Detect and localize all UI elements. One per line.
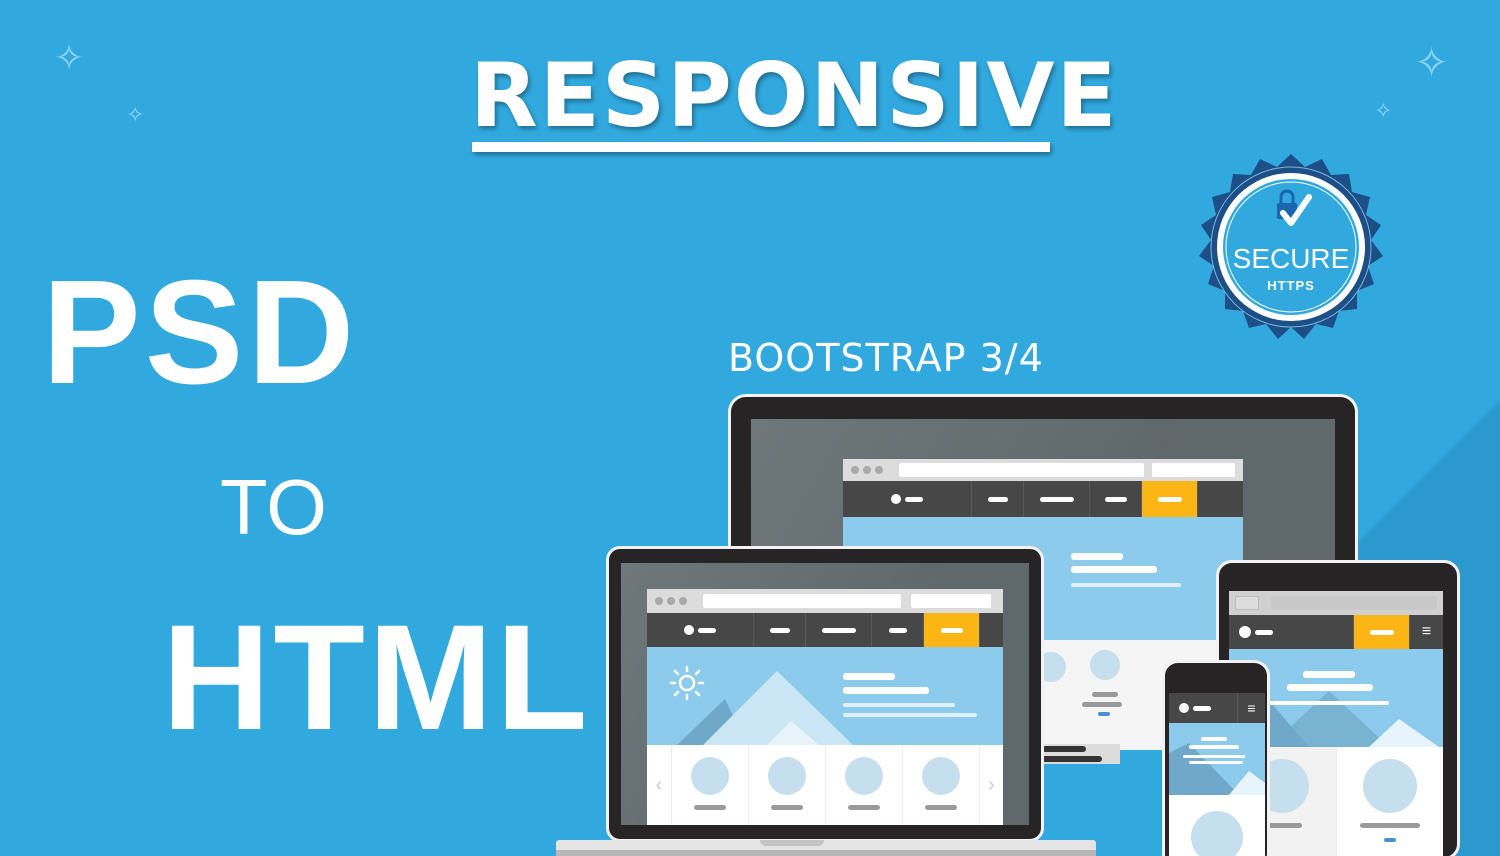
headline-psd: PSD [42,250,359,415]
laptop: ‹ › [606,546,1044,842]
padlock-check-icon [1277,189,1312,226]
site-nav [843,481,1243,517]
search-box [1151,463,1235,477]
browser-toolbar [843,459,1243,481]
sun-icon [669,665,705,701]
address-bar [1271,596,1437,610]
site-nav: ≡ [1169,693,1265,723]
feature-card [748,745,825,825]
feature-card [902,745,979,825]
hamburger-icon[interactable]: ≡ [1237,693,1265,723]
feature-card [671,745,748,825]
sparkle-icon: ✧ [54,37,85,78]
bootstrap-subtitle: BOOTSTRAP 3/4 [728,336,1044,380]
feature-cards: ‹ › [647,745,1003,825]
feature-card [825,745,902,825]
laptop-base [556,840,1096,856]
page-title: RESPONSIVE [470,44,1119,147]
site-nav: ≡ [1229,615,1443,649]
nav-active-item [1353,615,1409,649]
nav-active-item [923,613,979,647]
next-arrow-icon: › [979,745,1003,825]
prev-arrow-icon: ‹ [655,773,663,796]
headline-to: TO [220,463,327,551]
browser-toolbar [647,589,1003,613]
phone: ≡ [1162,660,1270,856]
address-bar [703,594,901,608]
desktop-footer [1040,744,1120,764]
address-bar [898,463,1144,477]
sparkle-icon: ✧ [126,102,145,127]
badge-subtitle: HTTPS [1267,278,1315,293]
sparkle-icon: ✧ [1414,39,1450,86]
sparkle-icon: ✧ [1374,98,1393,123]
feature-card [1335,747,1444,856]
title-underline [472,142,1050,152]
laptop-browser: ‹ › [647,589,1003,825]
badge-title: SECURE [1232,243,1350,274]
phone-screen: ≡ [1169,693,1265,856]
site-nav [647,613,1003,647]
nav-active-item [1141,481,1197,517]
hamburger-icon[interactable]: ≡ [1409,615,1443,649]
laptop-screen: ‹ › [621,563,1029,825]
laptop-notch [760,840,824,846]
mountain-illustration [677,671,853,745]
secure-badge [1199,154,1383,339]
search-box [911,594,991,608]
headline-html: HTML [162,593,591,761]
browser-toolbar [1229,591,1443,615]
